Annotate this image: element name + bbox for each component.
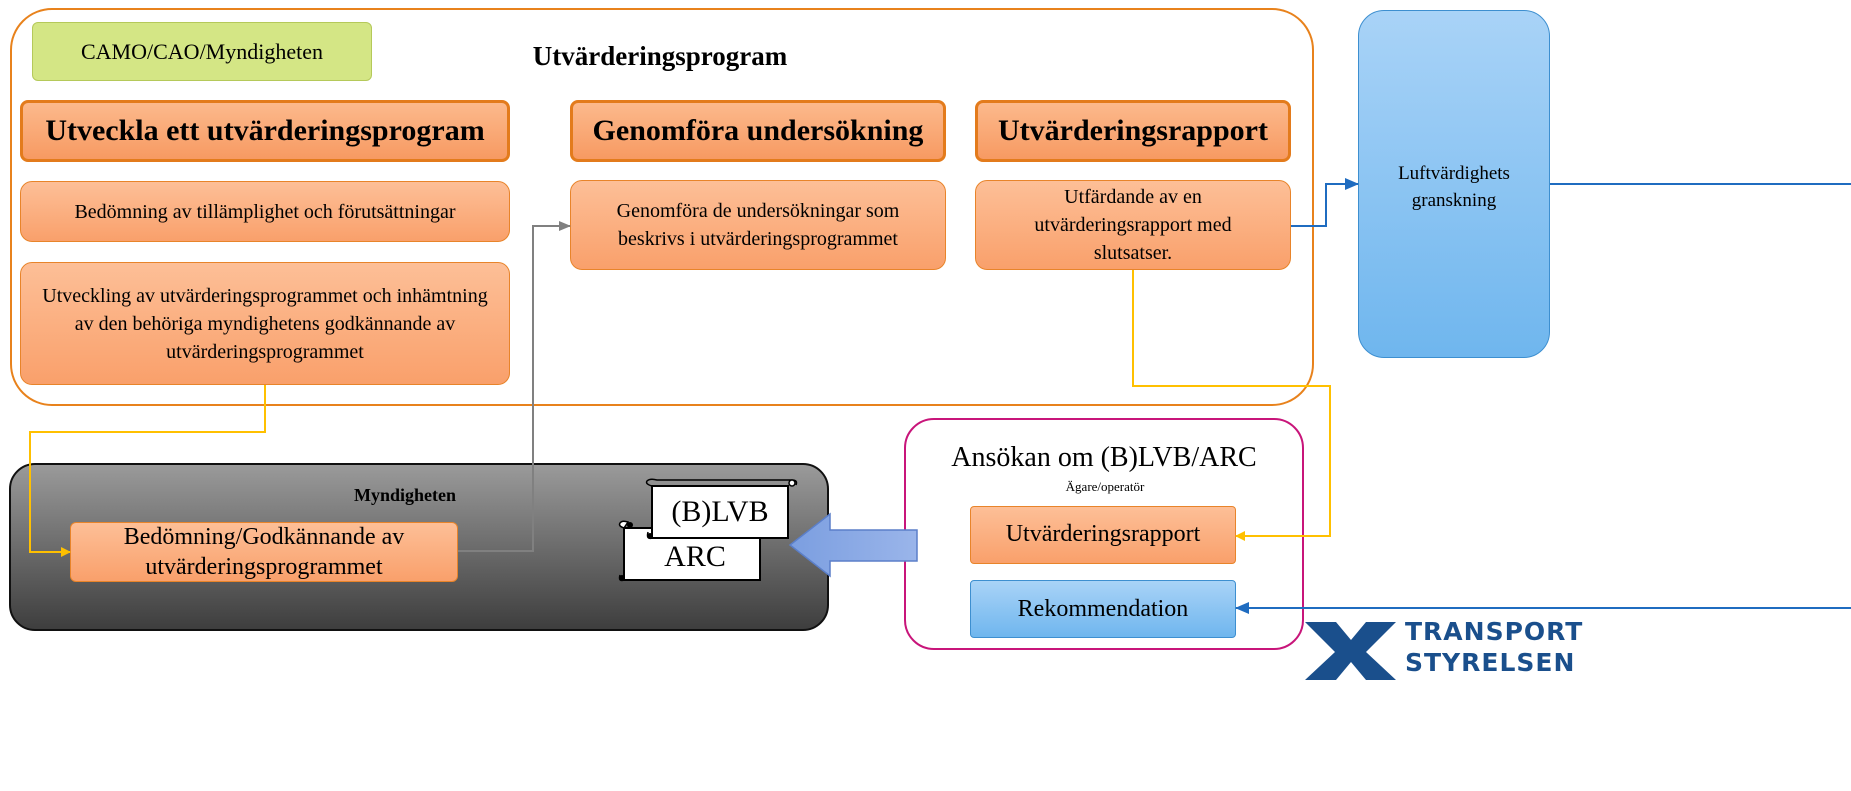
transportstyrelsen-logo-icon xyxy=(1305,622,1396,680)
approval-box: Bedömning/Godkännande av utvärderingspro… xyxy=(70,522,458,582)
phase-develop: Utveckla ett utvärderingsprogram xyxy=(20,100,510,162)
brand-wordmark: TRANSPORT STYRELSEN xyxy=(1405,616,1584,686)
task-development: Utveckling av utvärderingsprogrammet och… xyxy=(20,262,510,385)
phase-develop-text: Utveckla ett utvärderingsprogram xyxy=(45,114,485,147)
application-title-text: Ansökan om (B)LVB/ARC xyxy=(951,442,1257,473)
task-issuance-text: Utfärdande av en utvärderingsrapport med… xyxy=(1034,186,1232,264)
task-investigation: Genomföra de undersökningar som beskrivs… xyxy=(570,180,946,270)
brand-line-2: STYRELSEN xyxy=(1405,648,1576,677)
program-title-text: Utvärderingsprogram xyxy=(532,40,788,71)
recommendation-text: Rekommendation xyxy=(1017,595,1189,622)
task-assessment: Bedömning av tillämplighet och förutsätt… xyxy=(20,181,510,242)
block-arrow xyxy=(788,512,918,578)
recommendation-item: Rekommendation xyxy=(970,580,1236,638)
authority-title: Myndigheten xyxy=(335,482,475,508)
certificate-arc-label: ARC xyxy=(640,538,750,576)
application-subtitle: Ägare/operatör xyxy=(1030,478,1180,496)
task-issuance: Utfärdande av en utvärderingsrapport med… xyxy=(975,180,1291,270)
brand-line-1: TRANSPORT xyxy=(1405,617,1584,646)
program-title: Utvärderingsprogram xyxy=(470,38,850,74)
certificate-blvb-text: (B)LVB xyxy=(671,495,769,528)
connector-development-to-approval xyxy=(29,385,266,557)
connector-issuance-to-review xyxy=(1291,178,1359,227)
application-report-item: Utvärderingsrapport xyxy=(970,506,1236,564)
certificate-arc-text: ARC xyxy=(664,540,726,573)
task-assessment-text: Bedömning av tillämplighet och förutsätt… xyxy=(74,200,456,223)
task-development-text: Utveckling av utvärderingsprogrammet och… xyxy=(42,284,488,363)
application-report-text: Utvärderingsrapport xyxy=(1005,521,1201,548)
phase-report: Utvärderingsrapport xyxy=(975,100,1291,162)
airworthiness-review-text: Luftvärdighets granskning xyxy=(1398,163,1510,211)
phase-conduct-text: Genomföra undersökning xyxy=(592,114,924,147)
certificate-blvb xyxy=(645,478,798,540)
actor-label-text: CAMO/CAO/Myndigheten xyxy=(81,38,323,64)
task-investigation-text: Genomföra de undersökningar som beskrivs… xyxy=(616,200,900,250)
approval-box-text: Bedömning/Godkännande av utvärderingspro… xyxy=(123,524,405,580)
authority-title-text: Myndigheten xyxy=(353,484,456,505)
application-subtitle-text: Ägare/operatör xyxy=(1065,479,1145,494)
phase-report-text: Utvärderingsrapport xyxy=(998,114,1268,147)
application-title: Ansökan om (B)LVB/ARC xyxy=(904,440,1304,476)
connector-approval-to-investigation xyxy=(458,221,571,552)
certificate-blvb-label: (B)LVB xyxy=(652,490,788,534)
phase-conduct: Genomföra undersökning xyxy=(570,100,946,162)
actor-label: CAMO/CAO/Myndigheten xyxy=(32,22,372,81)
program-area xyxy=(10,8,1314,406)
connector-issuance-to-report xyxy=(1132,270,1331,541)
